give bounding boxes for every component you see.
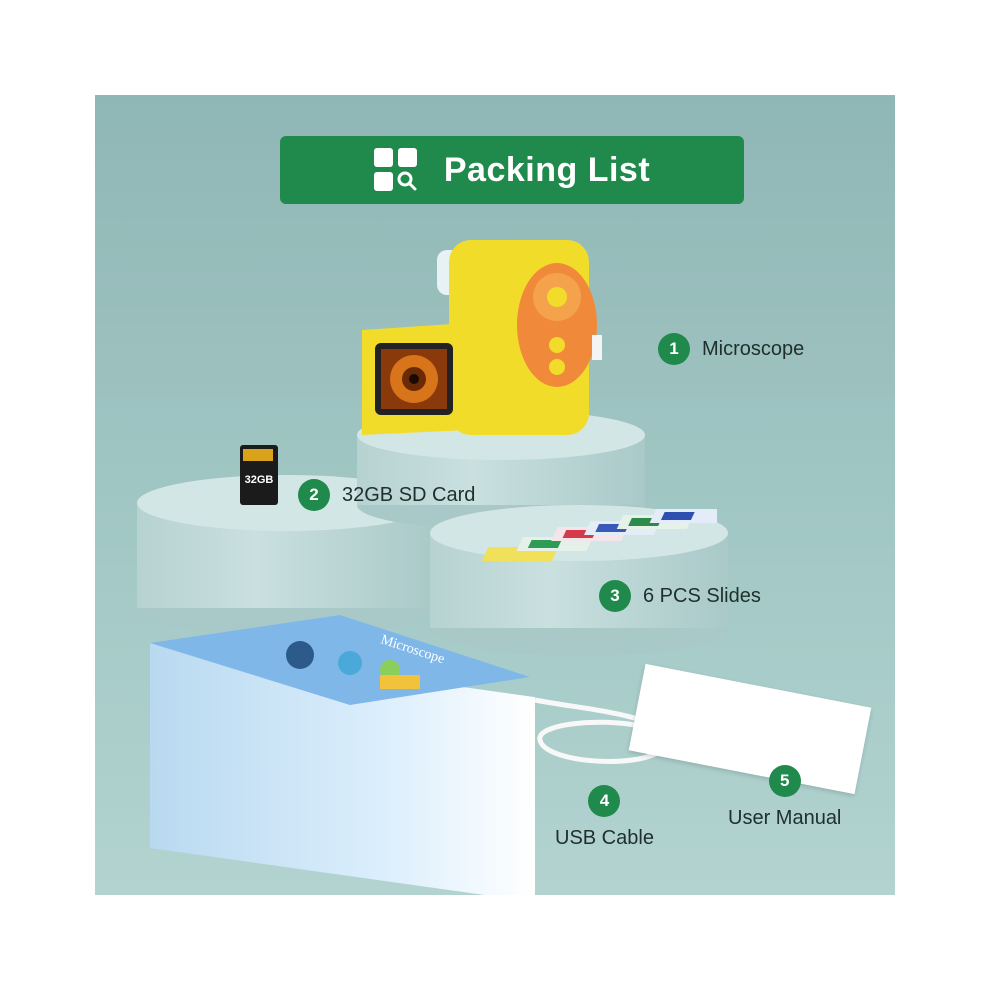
item-name: User Manual xyxy=(728,807,842,829)
slides-image xyxy=(481,509,717,561)
item-number-badge: 4 xyxy=(588,785,621,817)
item-name: 6 PCS Slides xyxy=(643,584,761,607)
sd-card-image: 32GB xyxy=(240,445,278,505)
microscope-image xyxy=(362,240,602,435)
item-name: 32GB SD Card xyxy=(342,483,476,506)
item-number-badge: 1 xyxy=(658,333,690,365)
item-label-sd-card: 2 32GB SD Card xyxy=(298,479,475,511)
item-label-usb-cable: 4 USB Cable xyxy=(555,785,654,850)
box-image: Microscope xyxy=(150,615,530,705)
item-label-microscope: 1 Microscope xyxy=(658,333,804,365)
sd-card-capacity: 32GB xyxy=(245,474,274,486)
page-title: Packing List xyxy=(443,150,651,189)
item-label-slides: 3 6 PCS Slides xyxy=(599,580,761,612)
grid-search-icon xyxy=(373,148,418,192)
item-number-badge: 2 xyxy=(298,479,330,511)
product-scene: Packing List 32GB xyxy=(95,95,895,895)
pedestal-left xyxy=(137,475,435,636)
item-name: Microscope xyxy=(702,337,805,360)
item-name: USB Cable xyxy=(555,827,654,849)
item-number-badge: 5 xyxy=(768,765,801,797)
title-banner: Packing List xyxy=(280,136,744,204)
item-number-badge: 3 xyxy=(599,580,631,612)
item-label-user-manual: 5 User Manual xyxy=(728,765,841,830)
